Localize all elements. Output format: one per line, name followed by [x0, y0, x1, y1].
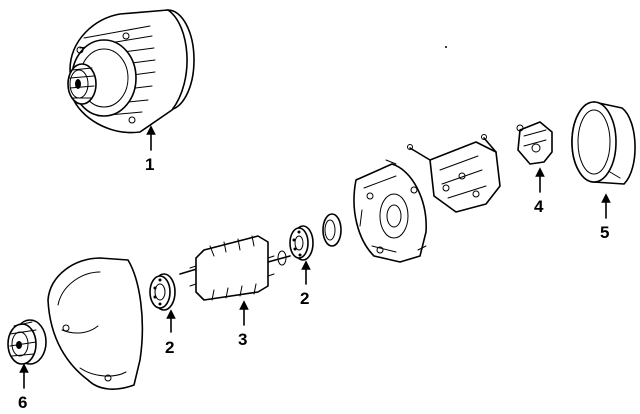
callout-1: 1 — [145, 155, 154, 174]
callout-3: 3 — [238, 330, 247, 349]
spacer-ring-part[interactable] — [322, 213, 342, 247]
rectifier-part[interactable] — [407, 134, 501, 213]
voltage-regulator-part[interactable] — [516, 121, 553, 165]
callout-2-right: 2 — [300, 289, 309, 308]
callout-5: 5 — [600, 223, 609, 242]
stray-mark — [445, 46, 447, 48]
rear-housing-part[interactable] — [353, 159, 427, 263]
pulley-part[interactable] — [7, 319, 47, 365]
rotor-part[interactable] — [179, 235, 291, 301]
cover-part[interactable] — [571, 101, 636, 185]
callout-4: 4 — [534, 197, 544, 216]
bearing-right-part[interactable] — [289, 225, 314, 261]
bearing-left-part[interactable] — [149, 273, 176, 311]
callout-6: 6 — [18, 393, 27, 412]
front-housing-part[interactable] — [47, 257, 144, 390]
callout-2-left: 2 — [165, 338, 174, 357]
alternator-assembly-part[interactable] — [67, 9, 195, 134]
